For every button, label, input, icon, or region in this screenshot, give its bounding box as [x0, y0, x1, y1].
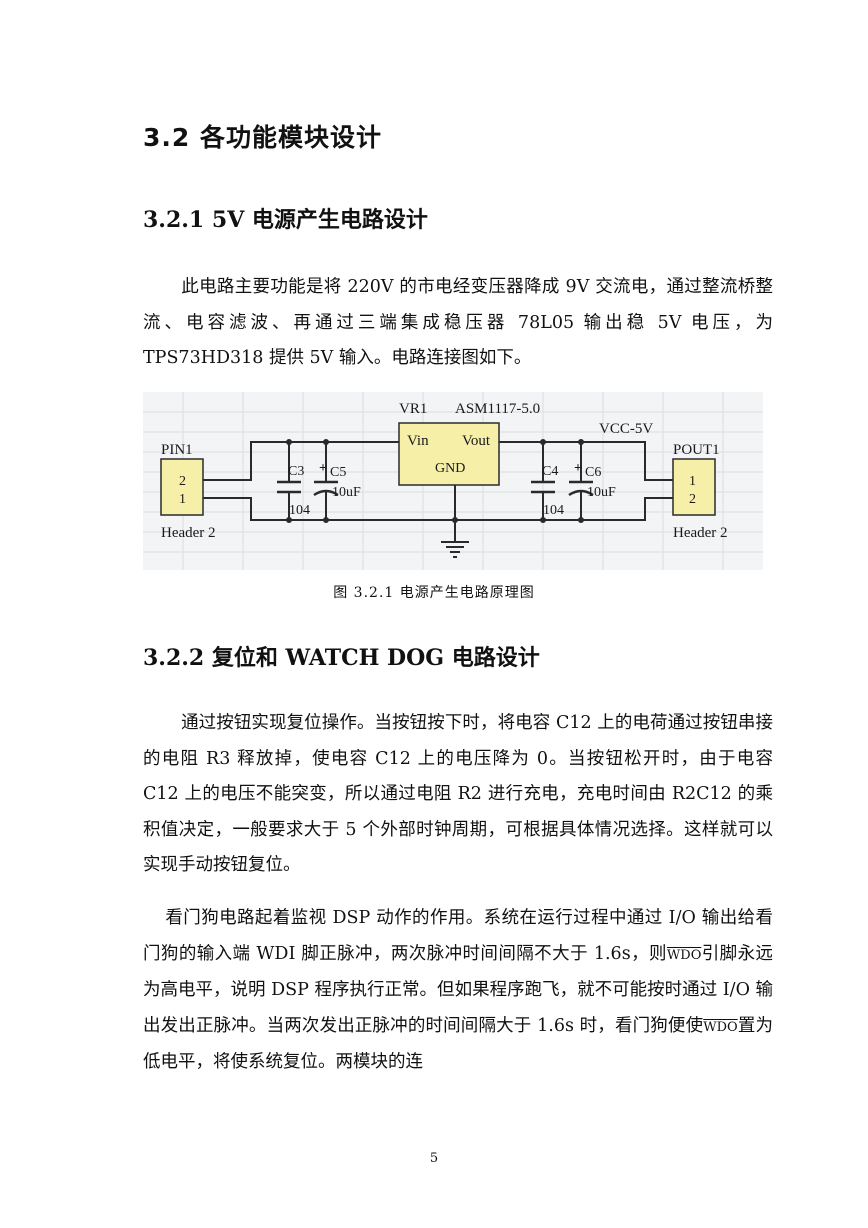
paragraph-reset: 通过按钮实现复位操作。当按钮按下时，将电容 C12 上的电荷通过按钮串接的电阻 …	[143, 706, 773, 884]
label-pin1: PIN1	[161, 442, 193, 458]
ground-icon	[441, 541, 469, 558]
label-c6-plus: +	[574, 461, 582, 476]
capacitor-c5-curved-plate	[313, 489, 339, 497]
junction-dots	[286, 439, 584, 523]
paragraph-watchdog-part1: 看门狗电路起着监视 DSP 动作的作用。系统在运行过程中通过 I/O 输出给看门…	[143, 908, 773, 964]
label-left-pin-bottom: 1	[179, 492, 186, 507]
paragraph-power-text: 此电路主要功能是将 220V 的市电经变压器降成 9V 交流电，通过整流桥整流、…	[143, 277, 773, 368]
label-c3: C3	[288, 464, 304, 479]
subsection-heading-reset: 3.2.2 复位和 WATCH DOG 电路设计	[143, 645, 540, 671]
label-regulator-part: ASM1117-5.0	[455, 401, 540, 417]
label-c5-value: 10uF	[332, 485, 361, 500]
paragraph-power: 此电路主要功能是将 220V 的市电经变压器降成 9V 交流电，通过整流桥整流、…	[143, 270, 773, 377]
page-number: 5	[429, 1151, 439, 1166]
label-c4: C4	[542, 464, 558, 479]
regulator-vr1	[398, 422, 500, 486]
label-vin: Vin	[407, 433, 429, 449]
label-vr1: VR1	[399, 401, 427, 417]
label-c4-value: 104	[543, 503, 564, 518]
header-pout1	[672, 458, 716, 516]
label-c5: C5	[330, 465, 346, 480]
label-gnd: GND	[435, 461, 465, 476]
label-header-right: Header 2	[673, 525, 728, 541]
paragraph-reset-text: 通过按钮实现复位操作。当按钮按下时，将电容 C12 上的电荷通过按钮串接的电阻 …	[143, 713, 773, 875]
subsection-heading-power: 3.2.1 5V 电源产生电路设计	[143, 207, 428, 233]
wdo-symbol-2: WDO	[703, 1019, 738, 1035]
paragraph-watchdog-part3: 置为低电平，将使系统复位。两模块的连	[143, 1015, 773, 1073]
label-c5-plus: +	[319, 461, 327, 476]
label-pout1: POUT1	[673, 442, 720, 458]
wdo-symbol: WDO	[666, 947, 702, 963]
capacitor-c6-curved-plate	[568, 489, 594, 497]
label-left-pin-top: 2	[179, 474, 186, 489]
label-right-pin-top: 1	[689, 474, 696, 489]
label-vcc: VCC-5V	[599, 421, 653, 437]
label-vout: Vout	[462, 433, 491, 449]
label-right-pin-bottom: 2	[689, 492, 696, 507]
section-heading: 3.2 各功能模块设计	[143, 123, 382, 152]
header-pin1	[160, 458, 204, 516]
figure-caption: 图 3.2.1 电源产生电路原理图	[333, 585, 535, 601]
paragraph-watchdog-part2: 引脚永远为高电平，说明 DSP 程序执行正常。但如果程序跑飞，就不可能按时通过 …	[143, 943, 773, 1036]
label-c3-value: 104	[289, 503, 310, 518]
label-c6-value: 10uF	[587, 485, 616, 500]
label-c6: C6	[585, 465, 601, 480]
power-circuit-schematic: VR1 ASM1117-5.0 Vin Vout GND VCC-5V PIN1…	[143, 392, 763, 570]
label-header-left: Header 2	[161, 525, 216, 541]
paragraph-watchdog: 看门狗电路起着监视 DSP 动作的作用。系统在运行过程中通过 I/O 输出给看门…	[143, 901, 773, 1081]
